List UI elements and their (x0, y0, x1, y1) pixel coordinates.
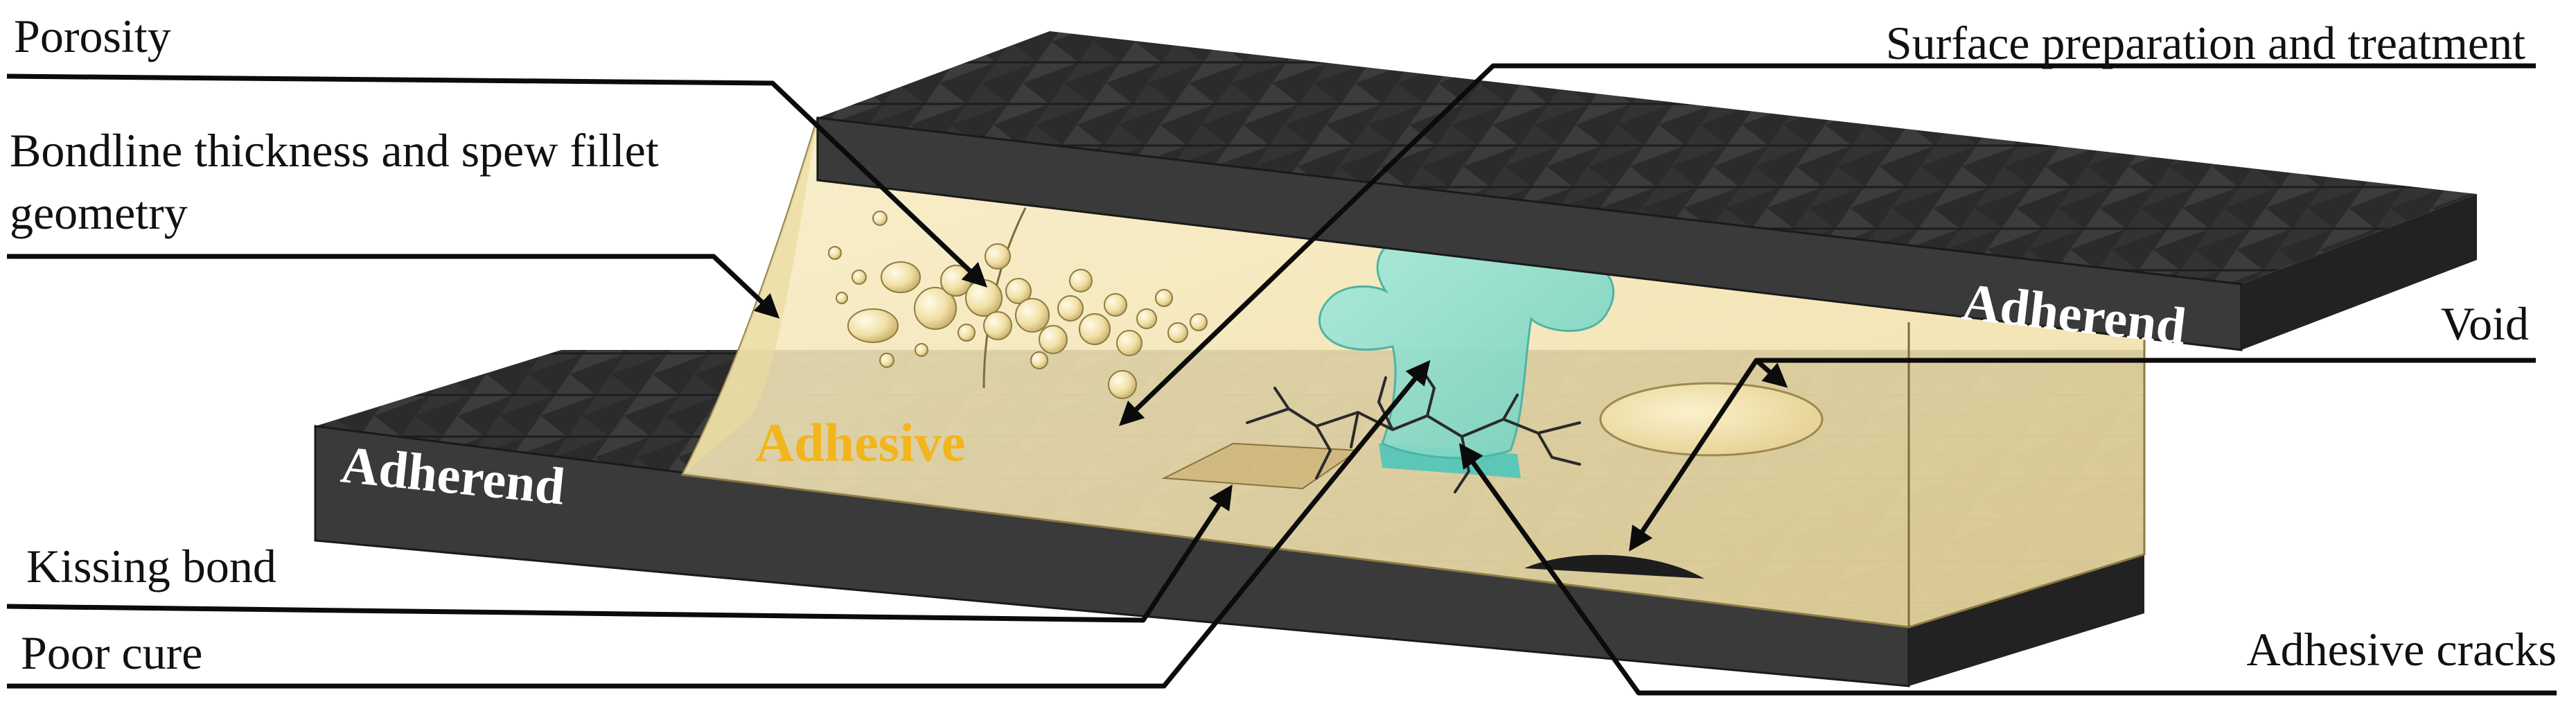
spew-fillet (682, 118, 818, 475)
adhesive-cracks-leader (1458, 443, 2557, 696)
kissing-bond-label: Kissing bond (26, 540, 276, 592)
kissing-bond-leader (6, 484, 1233, 623)
adhesive-label: Adhesive (755, 412, 965, 473)
pore-bubbles-icon (828, 211, 1208, 399)
leader-lines (6, 63, 2557, 696)
porosity-label: Porosity (14, 10, 171, 62)
porosity-leader (6, 73, 988, 288)
bondline-leader (7, 254, 780, 319)
bondline-label-line1: Bondline thickness and spew fillet (10, 124, 659, 177)
void-depression (1524, 554, 1704, 579)
bondline-label-line2: geometry (10, 186, 188, 239)
surface-prep-label: Surface preparation and treatment (1886, 17, 2525, 69)
adhesive-cracks-label: Adhesive cracks (2247, 623, 2557, 676)
bottom-adherend-side-face (1909, 554, 2144, 686)
top-adherend-top-surface (818, 31, 2477, 284)
void-ellipse-icon (1599, 382, 1824, 457)
surface-prep-leader (1118, 63, 2536, 426)
top-adherend-side-face (2241, 194, 2477, 350)
crack-network-icon (1246, 366, 1581, 493)
poor-cure-leader (7, 360, 1431, 689)
poor-cure-label: Poor cure (21, 626, 202, 679)
top-adherend (816, 31, 2477, 351)
void-leader-upper (1754, 358, 1788, 388)
void-label: Void (2441, 297, 2529, 350)
